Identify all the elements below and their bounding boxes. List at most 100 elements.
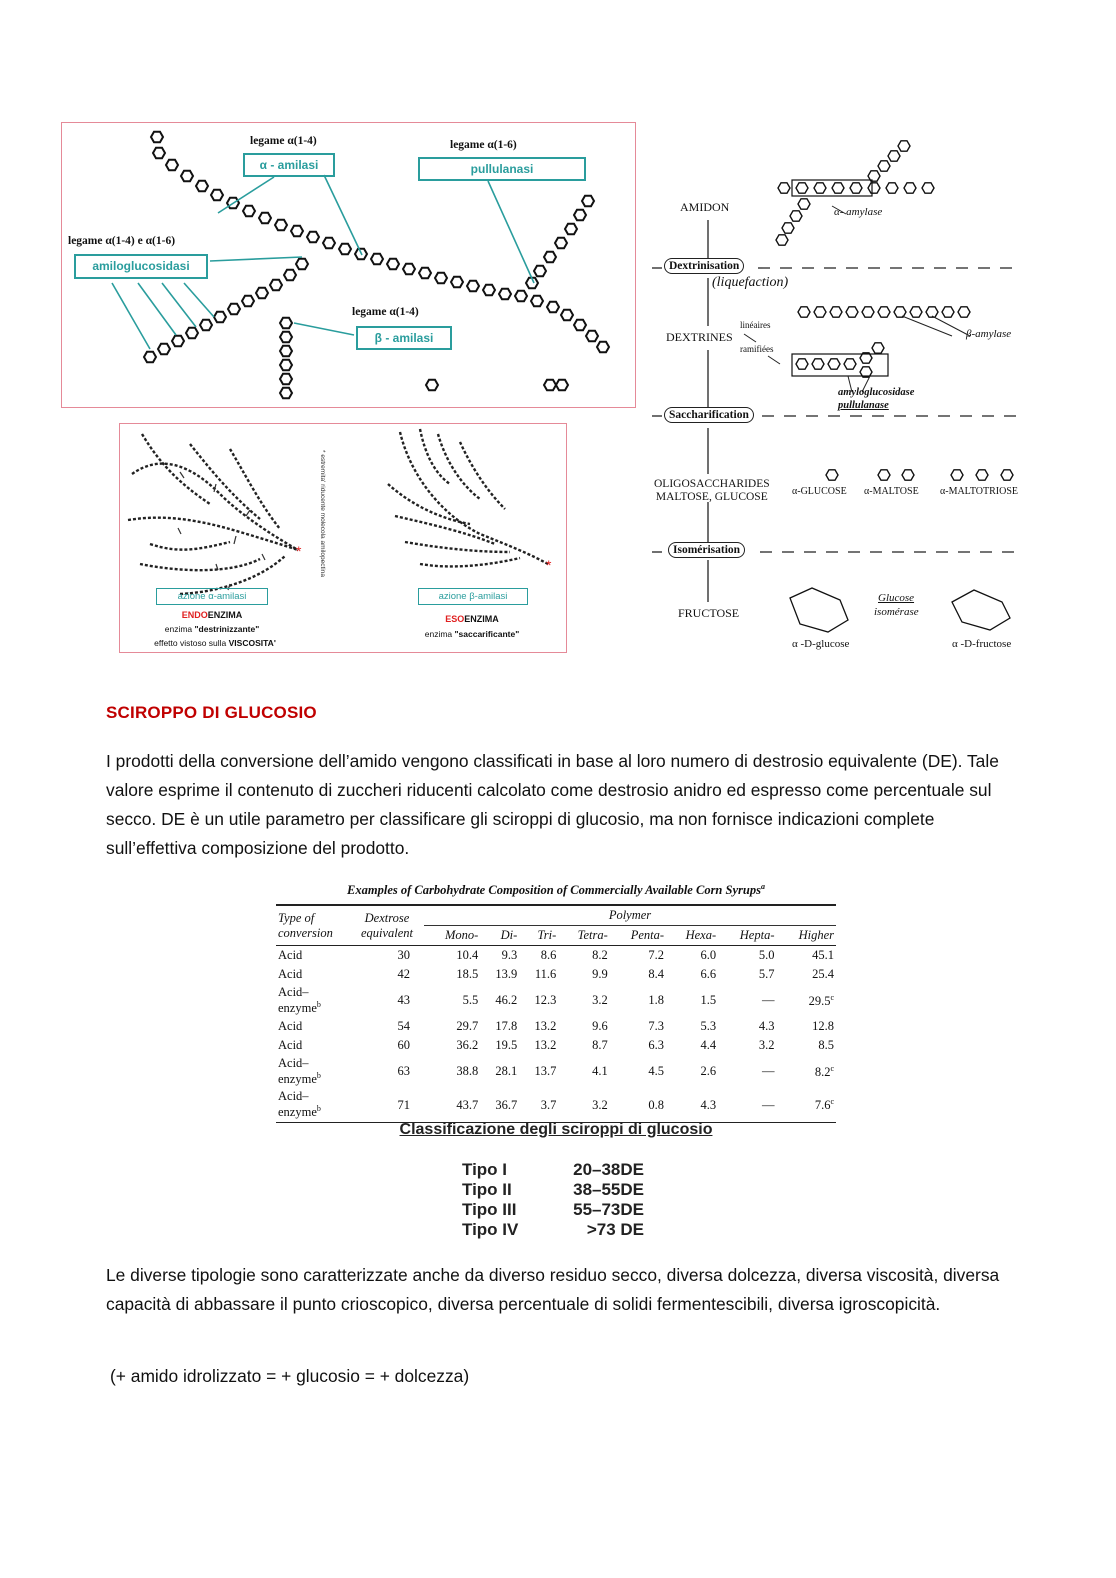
cell-value: 13.7 [519, 1055, 558, 1088]
cell-value: 11.6 [519, 965, 558, 984]
cell-type: Acid–enzymeb [276, 984, 350, 1017]
classification-type: Tipo II [462, 1180, 564, 1200]
polymer-col-header: Hexa- [666, 926, 718, 946]
cell-value: 12.8 [777, 1017, 837, 1036]
glucose-isomerase-label-2: isomérase [874, 606, 919, 618]
right-branch [526, 196, 594, 288]
cell-value: 28.1 [480, 1055, 519, 1088]
cell-value: 4.5 [610, 1055, 666, 1088]
cell-value: 3.2 [718, 1036, 776, 1055]
cell-value: 8.2c [777, 1055, 837, 1088]
intro-paragraph: I prodotti della conversione dell’amido … [106, 747, 1011, 863]
section-heading: SCIROPPO DI GLUCOSIO [106, 703, 317, 723]
cell-value: 4.1 [558, 1055, 609, 1088]
cell-value: 29.5c [777, 984, 837, 1017]
cell-type: Acid [276, 1036, 350, 1055]
cell-value: 5.3 [666, 1017, 718, 1036]
cell-value: 25.4 [777, 965, 837, 984]
cell-value: 8.5 [777, 1036, 837, 1055]
amidon-structure [776, 141, 934, 245]
polymer-col-header: Tri- [519, 926, 558, 946]
cell-value: 4.4 [666, 1036, 718, 1055]
dextrines-label: DEXTRINES [666, 330, 733, 345]
endoenzima-label: ENDOENZIMA [142, 610, 282, 620]
lineaires-label: linéaires [740, 320, 771, 330]
cell-value: 19.5 [480, 1036, 519, 1055]
cell-value: 1.5 [666, 984, 718, 1017]
svg-text:*: * [546, 557, 552, 573]
cell-value: 9.9 [558, 965, 609, 984]
dextrinisation-step: Dextrinisation [664, 258, 744, 274]
alpha-maltose-label: α-MALTOSE [864, 486, 919, 497]
types-paragraph: Le diverse tipologie sono caratterizzate… [106, 1261, 1011, 1319]
cell-value: 12.3 [519, 984, 558, 1017]
cell-value: 7.6c [777, 1088, 837, 1122]
polymer-col-header: Mono- [424, 926, 480, 946]
cell-value: 17.8 [480, 1017, 519, 1036]
polymer-col-header: Higher [777, 926, 837, 946]
cell-value: — [718, 1088, 776, 1122]
classification-title: Classificazione degli sciroppi di glucos… [386, 1121, 726, 1139]
col-header-type: Type of conversion [276, 906, 350, 946]
cell-value: 1.8 [610, 984, 666, 1017]
cell-value: — [718, 1055, 776, 1088]
cell-type: Acid [276, 946, 350, 966]
polymer-col-header: Hepta- [718, 926, 776, 946]
classification-range: 38–55DE [564, 1180, 644, 1200]
cell-value: 8.2 [558, 946, 609, 966]
alpha-amylase-label: α- amylase [834, 206, 882, 218]
cell-de: 42 [350, 965, 424, 984]
cell-value: 3.7 [519, 1088, 558, 1122]
cell-de: 30 [350, 946, 424, 966]
classification-type: Tipo III [462, 1200, 564, 1220]
composition-table: Type of conversion Dextrose equivalent P… [276, 906, 836, 1122]
polymer-header: Polymer [424, 906, 836, 926]
isomerisation-step: Isomérisation [668, 542, 745, 558]
table-row: Acid6036.219.513.28.76.34.43.28.5 [276, 1036, 836, 1055]
classification-item: Tipo IV>73 DE [462, 1220, 644, 1240]
branched-dextrine [792, 343, 888, 377]
amiloglucosidasi-box: amiloglucosidasi [74, 254, 208, 279]
ramifiees-label: ramifiées [740, 344, 773, 354]
bond-label-a14-top: legame α(1-4) [250, 135, 317, 147]
alpha-maltotriose-label: α-MALTOTRIOSE [940, 486, 1018, 497]
amylase-bonds-figure: legame α(1-4) α - amilasi legame α(1-6) … [61, 122, 636, 408]
classification-range: 55–73DE [564, 1200, 644, 1220]
beta-amylase-label: β-amylase [966, 328, 1011, 340]
cell-de: 43 [350, 984, 424, 1017]
polymer-col-header: Tetra- [558, 926, 609, 946]
saccarificante-desc: enzima "saccarificante" [402, 629, 542, 639]
cell-value: 7.2 [610, 946, 666, 966]
polymer-col-header: Penta- [610, 926, 666, 946]
polymer-col-header: Di- [480, 926, 519, 946]
cell-value: 13.9 [480, 965, 519, 984]
cell-type: Acid–enzymeb [276, 1088, 350, 1122]
classification-type: Tipo IV [462, 1220, 564, 1240]
alpha-action-caption: azione α-amilasi [156, 588, 268, 605]
bond-label-a14-bottom: legame α(1-4) [352, 306, 419, 318]
saccharification-step: Saccharification [664, 407, 754, 423]
amidon-label: AMIDON [680, 200, 729, 215]
cell-value: 8.7 [558, 1036, 609, 1055]
fructose-label: FRUCTOSE [678, 606, 739, 621]
cell-value: 7.3 [610, 1017, 666, 1036]
cell-value: 36.7 [480, 1088, 519, 1122]
classification-type: Tipo I [462, 1160, 564, 1180]
reducing-end-note: * estremita' riducente molecola amilopec… [316, 450, 328, 600]
cell-value: 36.2 [424, 1036, 480, 1055]
cell-de: 60 [350, 1036, 424, 1055]
bond-label-a14-a16: legame α(1-4) e α(1-6) [68, 235, 175, 247]
cell-type: Acid [276, 1017, 350, 1036]
cell-value: 8.4 [610, 965, 666, 984]
